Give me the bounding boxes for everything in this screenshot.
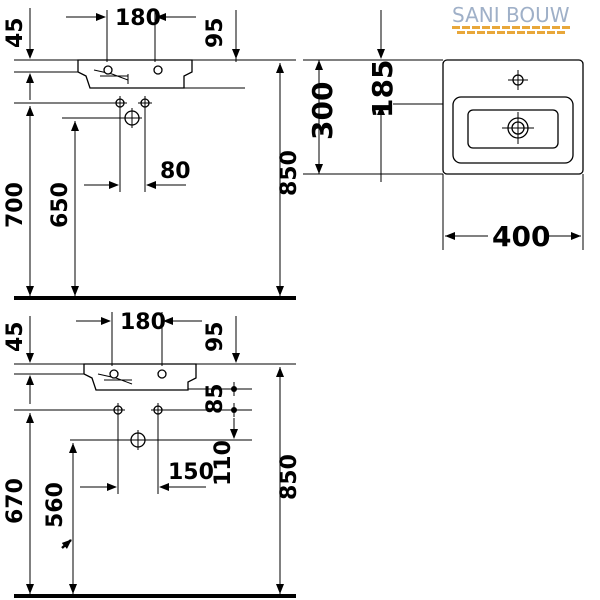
- dim-560-pointer: [61, 539, 72, 549]
- logo-brick-strip: [452, 26, 570, 34]
- wall-connections-top: [113, 96, 152, 128]
- dim-185-label: 185: [366, 60, 399, 118]
- dim-95-label: 95: [203, 17, 228, 48]
- dim-95-label-b: 95: [203, 321, 228, 352]
- dim-85-label: 85: [203, 383, 228, 414]
- dim-850-label: 850: [277, 150, 302, 196]
- dim-670-label: 670: [3, 478, 28, 524]
- dim-150-label: 150: [168, 460, 214, 485]
- dim-560-label: 560: [43, 482, 68, 528]
- bottom-side-view: 180 95 45 85 110 150 670 560 850: [3, 310, 302, 598]
- basin-profile-bottom: [83, 363, 197, 391]
- dim-110-label: 110: [211, 440, 236, 486]
- dim-180-label: 180: [115, 6, 161, 31]
- logo-word-sani: SANI: [452, 3, 500, 27]
- dim-45-label: 45: [3, 17, 28, 48]
- extension-lines-top: [14, 10, 296, 192]
- dim-300-label: 300: [306, 82, 339, 140]
- dim-180-label-b: 180: [120, 310, 166, 335]
- dim-45-label-b: 45: [3, 321, 28, 352]
- dim-850-label-b: 850: [277, 454, 302, 500]
- wall-connections-bottom: [111, 403, 165, 450]
- dim-80-label: 80: [160, 159, 191, 184]
- dim-650-label: 650: [48, 182, 73, 228]
- dim-700-label: 700: [3, 182, 28, 228]
- logo-word-bouw: BOUW: [506, 3, 570, 27]
- sani-bouw-logo: SANI BOUW: [452, 3, 570, 34]
- extension-lines-bottom: [14, 312, 296, 494]
- dim-400-label: 400: [492, 220, 550, 253]
- plan-view: 300 185 400: [303, 10, 584, 253]
- fixing-points: [226, 382, 242, 417]
- basin-profile-top: [77, 59, 193, 89]
- top-side-view: 180 95 45 700 650 80 850: [3, 6, 302, 300]
